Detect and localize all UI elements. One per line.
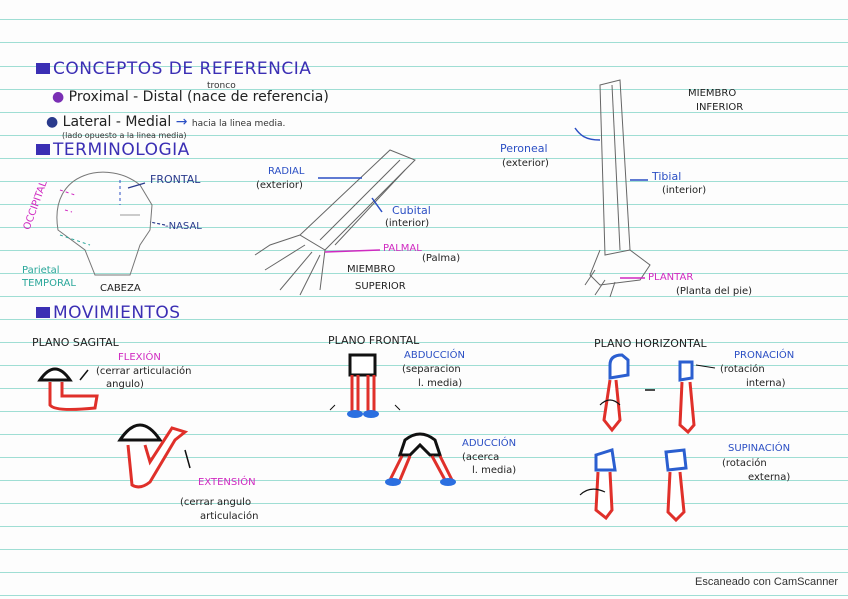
supinacion-desc-2: externa) xyxy=(748,472,790,483)
pronacion-desc-1: (rotación xyxy=(720,364,765,375)
lateral-medial-sub: (lado opuesto a la linea media) xyxy=(62,131,187,140)
extension-desc-2: articulación xyxy=(200,511,258,522)
frontal-label: FRONTAL xyxy=(150,173,200,186)
radial-sub-label: (exterior) xyxy=(256,180,303,191)
palmar-label: PALMAL xyxy=(383,243,422,254)
flexion-desc-2: angulo) xyxy=(106,379,144,390)
conceptos-title-text: CONCEPTOS DE REFERENCIA xyxy=(53,59,311,79)
aduccion-figure xyxy=(385,434,456,486)
palmar-arrow xyxy=(325,250,380,252)
heading-marker xyxy=(36,63,50,74)
proximal-distal-line: ● Proximal - Distal (nace de referencia) xyxy=(52,89,329,105)
miembro-superior-label-1: MIEMBRO xyxy=(347,264,395,275)
nasal-label: -NASAL xyxy=(165,221,202,232)
section-title-terminologia: TERMINOLOGIA xyxy=(36,140,190,160)
lateral-medial-text: Lateral - Medial xyxy=(63,114,172,130)
pronacion-figures xyxy=(600,355,715,432)
flexion-figure xyxy=(40,369,97,409)
camscanner-watermark: Escaneado con CamScanner xyxy=(695,576,838,588)
miembro-inferior-label-2: INFERIOR xyxy=(696,102,743,113)
pronacion-desc-2: interna) xyxy=(746,378,786,389)
abduccion-desc-1: (separacion xyxy=(402,364,461,375)
frontal-arrow xyxy=(128,183,145,188)
cubital-label: Cubital xyxy=(392,204,431,217)
section-title-movimientos: MOVIMIENTOS xyxy=(36,303,181,323)
aduccion-desc-1: (acerca xyxy=(462,452,499,463)
flexion-desc-1: (cerrar articulación xyxy=(96,366,191,377)
leg-sketch xyxy=(585,80,650,297)
movimientos-title-text: MOVIMIENTOS xyxy=(53,303,181,323)
cubital-sub-label: (interior) xyxy=(385,218,429,229)
supinacion-figures xyxy=(580,450,686,520)
supinacion-desc-1: (rotación xyxy=(722,458,767,469)
tibial-label: Tibial xyxy=(652,170,681,183)
abduccion-figure xyxy=(330,355,400,418)
palmar-sub-label: (Palma) xyxy=(422,253,460,264)
abduccion-label: ABDUCCIÓN xyxy=(404,350,465,361)
terminologia-title-text: TERMINOLOGIA xyxy=(53,140,190,160)
cabeza-label: CABEZA xyxy=(100,283,141,294)
peroneal-arrow xyxy=(575,128,600,140)
nasal-arrow xyxy=(150,222,165,225)
proximal-distal-text: Proximal - Distal (nace de referencia) xyxy=(69,89,329,105)
miembro-superior-label-2: SUPERIOR xyxy=(355,281,406,292)
plano-sagital-label: PLANO SAGITAL xyxy=(32,336,119,349)
heading-marker xyxy=(36,307,50,318)
plantar-label: PLANTAR xyxy=(648,272,693,283)
section-title-conceptos: CONCEPTOS DE REFERENCIA xyxy=(36,59,311,79)
temporal-label: TEMPORAL xyxy=(22,278,76,289)
plantar-sub-label: (Planta del pie) xyxy=(676,286,752,297)
tronco-note: tronco xyxy=(207,81,236,91)
tibial-sub-label: (interior) xyxy=(662,185,706,196)
extension-desc-1: (cerrar angulo xyxy=(180,497,251,508)
pronacion-label: PRONACIÓN xyxy=(734,350,794,361)
parietal-label: Parietal xyxy=(22,265,60,276)
extension-figure xyxy=(120,425,190,487)
extension-label: EXTENSIÓN xyxy=(198,477,256,488)
lateral-medial-note: hacia la linea media. xyxy=(192,119,285,129)
plano-horizontal-label: PLANO HORIZONTAL xyxy=(594,337,707,350)
radial-label: RADIAL xyxy=(268,166,304,177)
aduccion-desc-2: l. media) xyxy=(472,465,516,476)
aduccion-label: ADUCCIÓN xyxy=(462,438,516,449)
heading-marker xyxy=(36,144,50,155)
abduccion-desc-2: l. media) xyxy=(418,378,462,389)
miembro-inferior-label-1: MIEMBRO xyxy=(688,88,736,99)
lateral-medial-line: ● Lateral - Medial → hacia la linea medi… xyxy=(46,114,285,130)
peroneal-label: Peroneal xyxy=(500,142,548,155)
supinacion-label: SUPINACIÓN xyxy=(728,443,790,454)
flexion-label: FLEXIÓN xyxy=(118,352,161,363)
plano-frontal-label: PLANO FRONTAL xyxy=(328,334,419,347)
head-sketch xyxy=(57,172,152,275)
peroneal-sub-label: (exterior) xyxy=(502,158,549,169)
